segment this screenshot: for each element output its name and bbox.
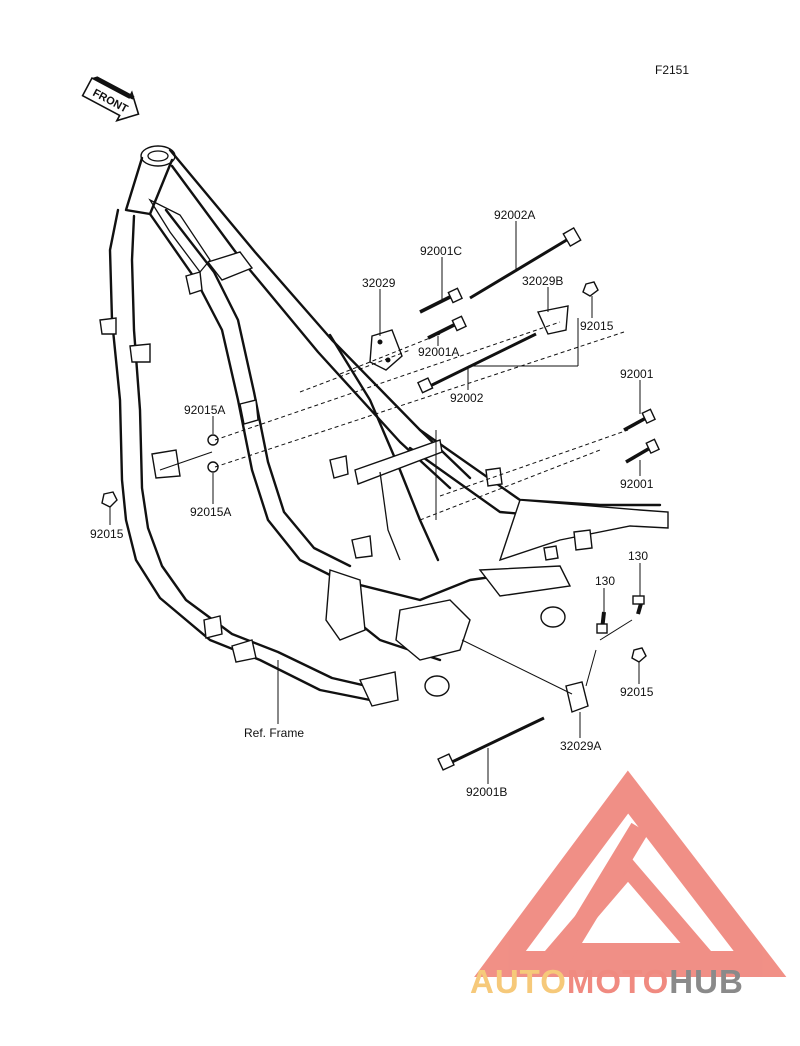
brand-part-moto: MOTO	[566, 963, 670, 1000]
bracket-32029B-icon	[536, 305, 569, 335]
callout-92002A: 92002A	[494, 208, 535, 222]
bolt-92001-a-icon	[623, 408, 656, 432]
bolt-130-a-icon	[596, 611, 608, 634]
callout-130-a: 130	[628, 549, 648, 563]
callout-32029A: 32029A	[560, 739, 601, 753]
watermark-brand: AUTOMOTOHUB	[470, 963, 800, 1003]
callout-32029B: 32029B	[522, 274, 563, 288]
callout-32029: 32029	[362, 276, 396, 290]
nut-92015-left-icon	[101, 491, 118, 508]
callout-92015-right: 92015	[620, 685, 654, 699]
diagram-code: F2151	[655, 63, 689, 77]
callout-92015-top: 92015	[580, 319, 614, 333]
leader-lines	[109, 221, 641, 784]
callout-92015A-a: 92015A	[184, 403, 225, 417]
bolt-92001-b-icon	[625, 438, 660, 464]
callout-130-b: 130	[595, 574, 615, 588]
callout-ref-frame: Ref. Frame	[244, 726, 304, 740]
bracket-32029A-icon	[565, 681, 589, 713]
brand-part-auto: AUTO	[470, 963, 567, 1000]
callout-92002: 92002	[450, 391, 484, 405]
callout-92001-a: 92001	[620, 367, 654, 381]
motorcycle-frame	[99, 145, 669, 707]
bolt-92002A-icon	[469, 226, 582, 300]
callout-92001B: 92001B	[466, 785, 507, 799]
nut-92015-top-icon	[582, 281, 599, 297]
nut-92015-right-icon	[631, 647, 647, 663]
callout-92001-b: 92001	[620, 477, 654, 491]
bolt-92001C-icon	[419, 287, 463, 314]
automotohub-logo-icon	[474, 770, 787, 977]
callout-92001A: 92001A	[418, 345, 459, 359]
bolt-92001B-icon	[437, 716, 545, 771]
callout-92001C: 92001C	[420, 244, 462, 258]
callout-92015-left: 92015	[90, 527, 124, 541]
bracket-32029-icon	[369, 329, 403, 371]
bolt-92002-icon	[417, 332, 537, 394]
front-arrow-icon: FRONT	[81, 76, 140, 123]
collar-92015A-a-icon	[207, 434, 219, 446]
callout-92015A-b: 92015A	[190, 505, 231, 519]
bolt-130-b-icon	[632, 595, 645, 615]
collar-92015A-b-icon	[207, 461, 219, 473]
bolt-92001A-icon	[427, 315, 467, 340]
brand-part-hub: HUB	[669, 963, 744, 1000]
